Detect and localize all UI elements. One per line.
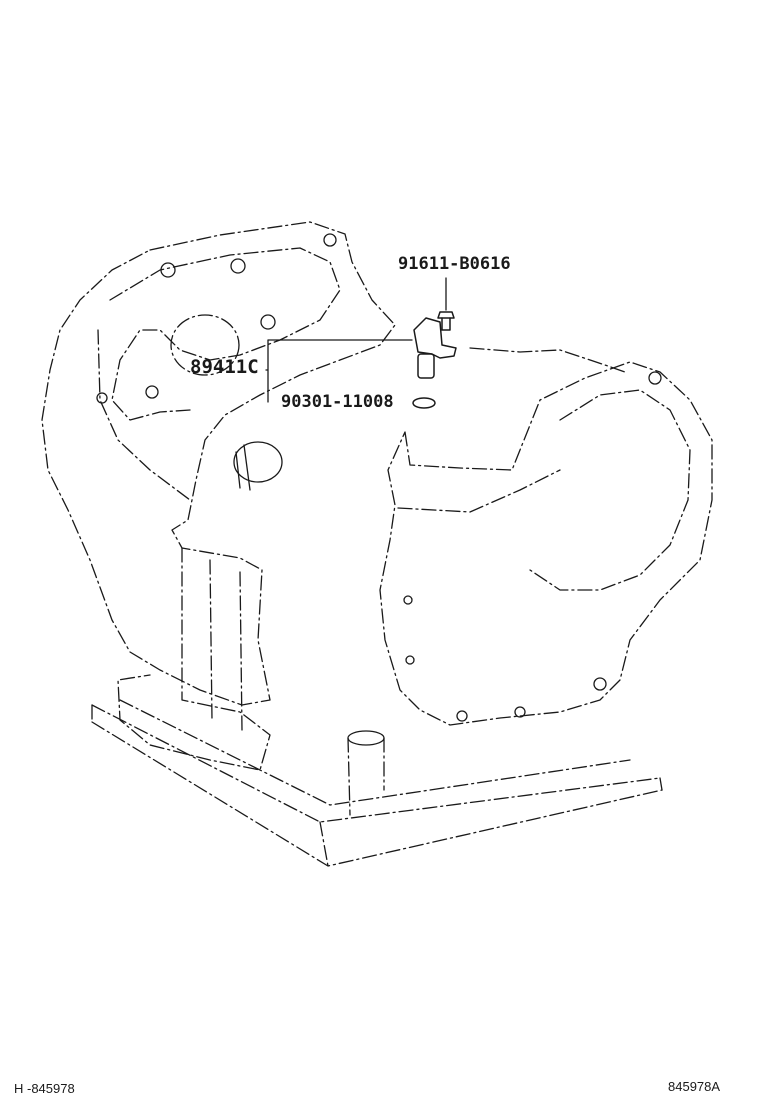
- boss-hole: [160, 262, 176, 278]
- case-front-face: [117, 547, 271, 771]
- bell-housing-inner-ring: [109, 247, 341, 421]
- rear-boss-hole: [403, 595, 413, 605]
- diagram-reference-code: H -845978: [14, 1081, 75, 1096]
- rear-boss-hole: [514, 706, 526, 718]
- speed-sensor-body[interactable]: [413, 317, 457, 359]
- drain-plug-top: [347, 730, 385, 746]
- boss-hole: [96, 392, 108, 404]
- bell-housing-outline: [41, 221, 396, 706]
- rear-boss-hole: [593, 677, 607, 691]
- callout-speed-sensor-part-number[interactable]: 89411C: [190, 356, 259, 378]
- boss-hole: [323, 233, 337, 247]
- rear-case-flange: [469, 347, 626, 373]
- oil-pan-inner-lip: [119, 699, 631, 806]
- rear-case-ledge: [397, 469, 561, 513]
- rear-boss-hole: [456, 710, 468, 722]
- callout-o-ring-part-number[interactable]: 90301-11008: [281, 392, 394, 412]
- speed-sensor-stem[interactable]: [417, 353, 435, 379]
- boss-hole: [260, 314, 276, 330]
- illustration-id: 845978A: [668, 1079, 721, 1094]
- case-rib: [209, 559, 243, 731]
- input-shaft-ring: [170, 314, 240, 376]
- rear-case-outline: [379, 361, 713, 726]
- boss-hole: [230, 258, 246, 274]
- o-ring[interactable]: [412, 397, 436, 409]
- bell-housing-flange: [97, 329, 191, 501]
- bolt-shaft[interactable]: [441, 317, 451, 331]
- bore-shading: [235, 444, 251, 491]
- drain-plug-body: [347, 737, 385, 816]
- callout-bolt-part-number[interactable]: 91611-B0616: [398, 254, 511, 274]
- oil-pan-top-edge: [91, 704, 661, 823]
- oil-pan-side: [91, 704, 663, 867]
- rear-case-inner-ring: [529, 389, 691, 591]
- input-shaft-bore: [233, 441, 283, 483]
- oil-pan-bottom-edge: [91, 721, 663, 867]
- bolt-head[interactable]: [437, 311, 455, 319]
- boss-hole: [145, 385, 159, 399]
- callout-leader-bracket: [265, 339, 413, 403]
- rear-boss-hole: [405, 655, 415, 665]
- rear-boss-hole: [648, 371, 662, 385]
